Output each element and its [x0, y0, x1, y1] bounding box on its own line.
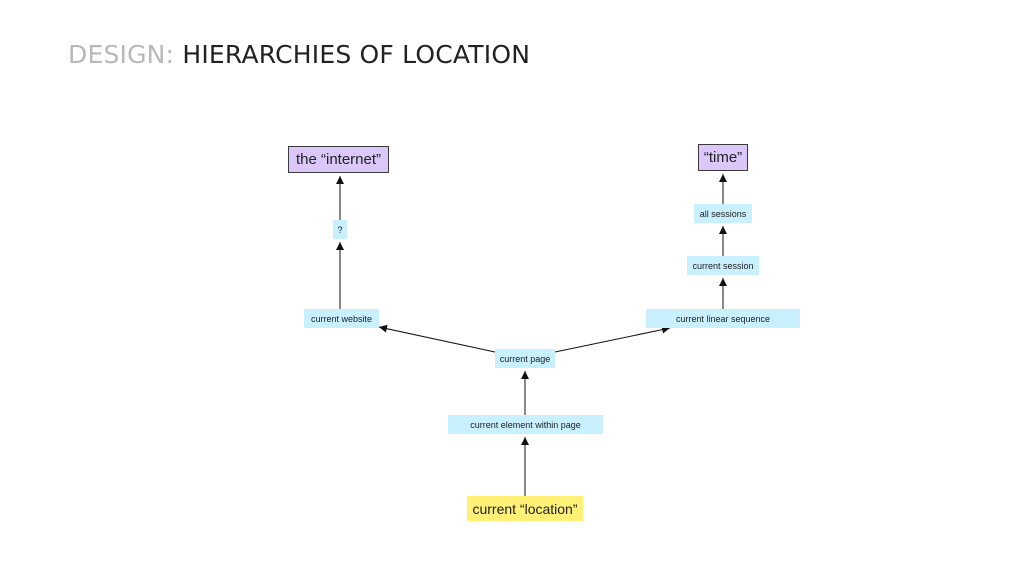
- title-prefix: DESIGN:: [68, 40, 175, 69]
- node-the-internet: the “internet”: [288, 146, 389, 173]
- title-main: HIERARCHIES OF LOCATION: [182, 40, 531, 69]
- edge-layer: [336, 174, 727, 496]
- edge-page-to-website: [378, 324, 496, 353]
- node-unknown: ?: [333, 220, 347, 239]
- node-current-page: current page: [495, 349, 555, 368]
- node-current-session: current session: [687, 256, 759, 275]
- node-current-website: current website: [304, 309, 379, 328]
- node-all-sessions: all sessions: [694, 204, 752, 223]
- page-title: DESIGN: HIERARCHIES OF LOCATION: [68, 40, 530, 69]
- node-current-location: current “location”: [467, 496, 583, 521]
- node-current-linear-sequence: current linear sequence: [646, 309, 800, 328]
- node-time: “time”: [698, 144, 748, 171]
- node-current-element-within-page: current element within page: [448, 415, 603, 434]
- edge-page-to-linear_sequence: [554, 325, 671, 353]
